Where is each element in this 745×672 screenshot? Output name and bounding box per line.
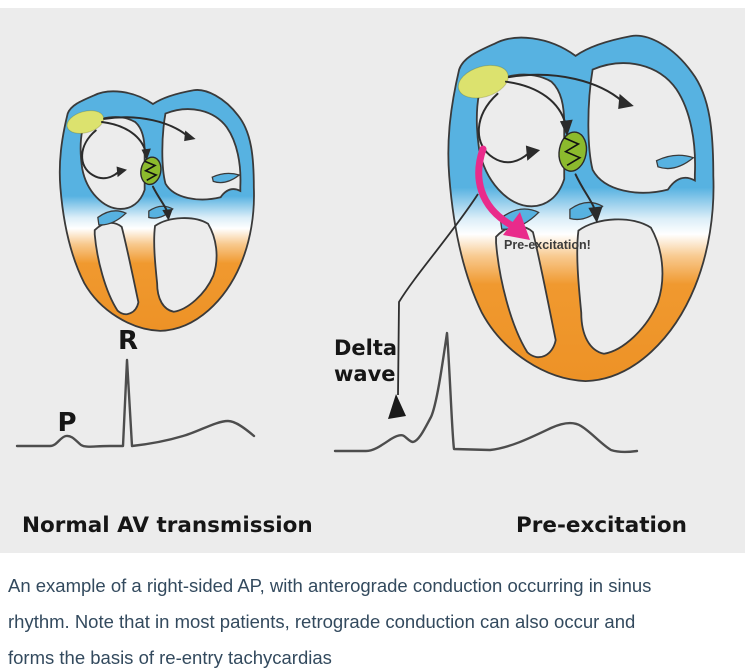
panel-title-normal: Normal AV transmission — [22, 513, 313, 538]
delta-wave-pointer-line — [397, 193, 479, 396]
accessory-pathway-arrowhead — [503, 212, 530, 240]
preexcitation-callout: Pre-excitation! — [504, 238, 591, 252]
panel-title-preexcitation: Pre-excitation — [516, 513, 687, 538]
left-heart-diagram — [58, 88, 256, 332]
ecg-trace-normal — [15, 358, 256, 448]
caption-line-3: forms the basis of re-entry tachycardias — [8, 647, 332, 668]
delta-wave-pointer-arrowhead — [388, 394, 406, 419]
accessory-pathway-arrow — [475, 145, 515, 229]
caption-line-2: rhythm. Note that in most patients, retr… — [8, 611, 636, 632]
caption-line-1: An example of a right-sided AP, with ant… — [8, 575, 652, 596]
delta-wave-label-line1: Delta — [334, 336, 397, 360]
figure-caption: An example of a right-sided AP, with ant… — [8, 568, 738, 672]
delta-wave-label-line2: wave — [334, 362, 396, 386]
ecg-trace-preexcitation — [333, 331, 639, 454]
ecg-label-r: R — [118, 326, 138, 356]
ecg-label-p: P — [57, 408, 76, 438]
figure-panel: Pre-excitation! P R Delta wave Normal AV… — [0, 8, 745, 553]
